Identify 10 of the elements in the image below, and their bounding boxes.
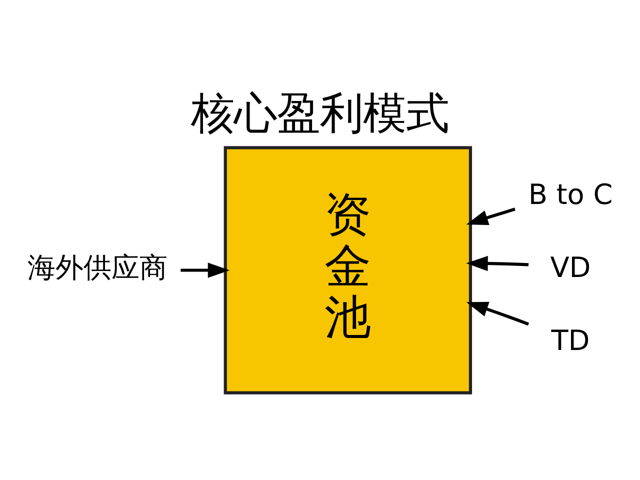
arrow bbox=[466, 302, 530, 326]
node-box: 资金池 bbox=[224, 146, 472, 394]
arrow bbox=[466, 256, 529, 272]
node-text: VD bbox=[550, 251, 591, 284]
arrow bbox=[180, 262, 230, 278]
node-text: B to C bbox=[528, 178, 613, 212]
node-text: TD bbox=[551, 324, 590, 357]
diagram-title: 核心盈利模式 bbox=[191, 89, 449, 140]
arrow bbox=[466, 208, 516, 226]
node-text: 海外供应商 bbox=[27, 251, 168, 284]
